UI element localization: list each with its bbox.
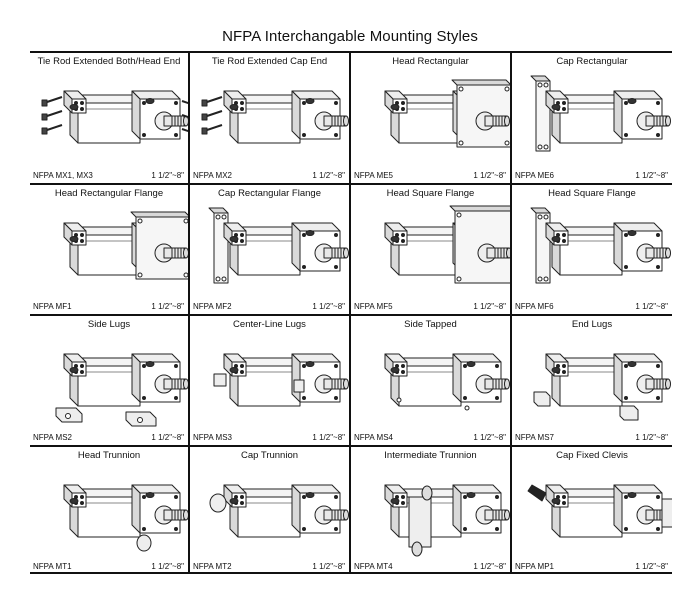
- mounting-style-name: Tie Rod Extended Both/Head End: [37, 56, 181, 67]
- mounting-style-name: Cap Rectangular Flange: [218, 188, 321, 199]
- mounting-style-code: NFPA ME5: [354, 171, 393, 180]
- mounting-style-name: Head Rectangular: [392, 56, 469, 67]
- bore-size-range: 1 1/2"~8": [151, 302, 184, 311]
- page-title: NFPA Interchangable Mounting Styles: [222, 28, 478, 45]
- bore-size-range: 1 1/2"~8": [312, 302, 345, 311]
- cylinder-illustration: [384, 353, 510, 411]
- cylinder-illustration: [384, 205, 510, 284]
- bore-size-range: 1 1/2"~8": [473, 562, 506, 571]
- grid-divider: [30, 314, 672, 316]
- mounting-style-code: NFPA MS7: [515, 433, 554, 442]
- bore-size-range: 1 1/2"~8": [312, 433, 345, 442]
- bore-size-range: 1 1/2"~8": [151, 562, 184, 571]
- mounting-style-code: NFPA MP1: [515, 562, 554, 571]
- mounting-style-code: NFPA MF2: [193, 302, 232, 311]
- cylinder-illustration: [530, 207, 671, 284]
- cylinder-illustration: [527, 484, 672, 538]
- bore-size-range: 1 1/2"~8": [635, 562, 668, 571]
- mounting-style-code: NFPA MF5: [354, 302, 393, 311]
- cylinder-illustration: [213, 353, 349, 407]
- cylinder-illustration: [384, 484, 510, 557]
- cylinder-illustration: [530, 75, 671, 152]
- mounting-style-name: End Lugs: [571, 319, 613, 330]
- mounting-style-name: Center-Line Lugs: [233, 319, 306, 330]
- mounting-style-name: Side Lugs: [87, 319, 131, 330]
- bore-size-range: 1 1/2"~8": [473, 302, 506, 311]
- mounting-style-code: NFPA MS4: [354, 433, 393, 442]
- bore-size-range: 1 1/2"~8": [151, 171, 184, 180]
- bore-size-range: 1 1/2"~8": [473, 171, 506, 180]
- cylinder-illustration: [63, 484, 188, 552]
- grid-divider: [349, 53, 351, 572]
- mounting-style-code: NFPA MX2: [193, 171, 232, 180]
- bore-size-range: 1 1/2"~8": [151, 433, 184, 442]
- cylinder-illustration: [384, 79, 510, 148]
- bore-size-range: 1 1/2"~8": [635, 302, 668, 311]
- cylinder-illustration: [533, 353, 671, 421]
- cylinder-illustration: [201, 90, 349, 144]
- bore-size-range: 1 1/2"~8": [635, 171, 668, 180]
- cylinder-illustration: [208, 207, 349, 284]
- grid-divider: [30, 445, 672, 447]
- mounting-style-name: Cap Fixed Clevis: [556, 450, 628, 461]
- mounting-style-code: NFPA MT4: [354, 562, 393, 571]
- mounting-style-name: Cap Trunnion: [240, 450, 299, 461]
- mounting-style-code: NFPA MF6: [515, 302, 554, 311]
- bore-size-range: 1 1/2"~8": [473, 433, 506, 442]
- grid-divider: [510, 53, 512, 572]
- mounting-style-name: Head Rectangular Flange: [54, 188, 164, 199]
- cylinder-illustration: [55, 353, 188, 427]
- mounting-style-code: NFPA MF1: [33, 302, 72, 311]
- mounting-style-code: NFPA MS2: [33, 433, 72, 442]
- mounting-style-code: NFPA MX1, MX3: [33, 171, 93, 180]
- grid-divider: [30, 183, 672, 185]
- grid-divider: [188, 53, 190, 572]
- cylinder-illustration: [41, 90, 188, 144]
- mounting-style-name: Head Square Flange: [386, 188, 475, 199]
- mounting-style-name: Head Square Flange: [548, 188, 636, 199]
- mounting-style-name: Tie Rod Extended Cap End: [211, 56, 328, 67]
- mounting-style-code: NFPA ME6: [515, 171, 554, 180]
- bore-size-range: 1 1/2"~8": [312, 171, 345, 180]
- mounting-style-code: NFPA MT2: [193, 562, 232, 571]
- mounting-style-name: Intermediate Trunnion: [384, 450, 477, 461]
- cylinder-illustration: [209, 484, 349, 538]
- mounting-style-name: Cap Rectangular: [556, 56, 628, 67]
- mounting-style-name: Head Trunnion: [77, 450, 141, 461]
- bore-size-range: 1 1/2"~8": [312, 562, 345, 571]
- mounting-style-code: NFPA MS3: [193, 433, 232, 442]
- mounting-style-code: NFPA MT1: [33, 562, 72, 571]
- bore-size-range: 1 1/2"~8": [635, 433, 668, 442]
- cylinder-illustration: [63, 211, 188, 280]
- mounting-style-name: Side Tapped: [404, 319, 457, 330]
